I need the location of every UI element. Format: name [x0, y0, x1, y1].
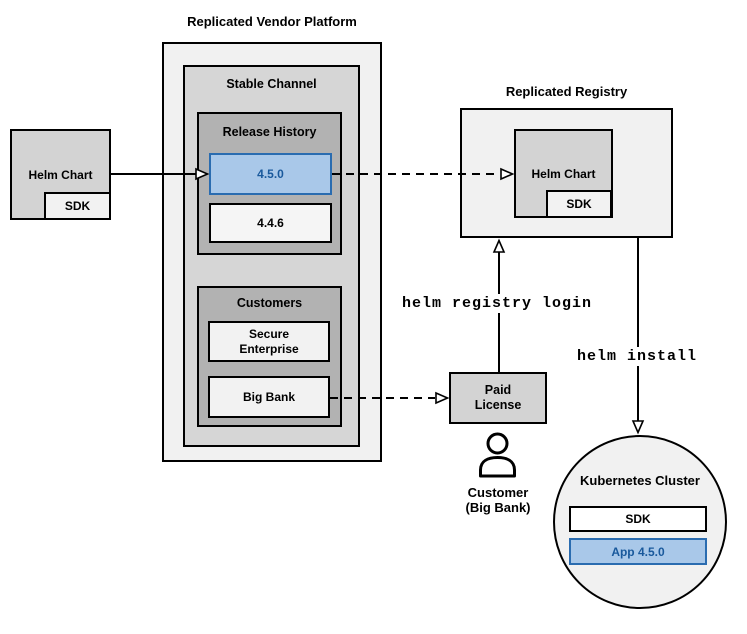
cluster-sdk-label: SDK	[625, 512, 651, 526]
registry-helm-chart-label: Helm Chart	[531, 166, 596, 181]
big-bank-label: Big Bank	[242, 390, 295, 404]
platform-title: Replicated Vendor Platform	[187, 14, 357, 29]
source-sdk-box: SDK	[44, 192, 111, 220]
source-sdk-label: SDK	[64, 199, 91, 213]
source-helm-chart-label: Helm Chart	[28, 167, 93, 182]
customer-actor-label: Customer (Big Bank)	[446, 485, 550, 515]
registry-title: Replicated Registry	[505, 84, 628, 99]
registry-sdk-box: SDK	[546, 190, 612, 218]
paid-license-line1: Paid	[484, 383, 512, 397]
release-4-4-6-label: 4.4.6	[257, 216, 284, 230]
secure-enterprise-line1: Secure	[248, 326, 290, 341]
release-4-5-0-label: 4.5.0	[257, 167, 284, 181]
paid-license-line2: License	[474, 398, 522, 412]
cluster-title: Kubernetes Cluster	[580, 473, 700, 488]
release-4-5-0-box: 4.5.0	[209, 153, 332, 195]
paid-license-box: Paid License	[449, 372, 547, 424]
person-icon	[479, 432, 516, 478]
registry-sdk-label: SDK	[566, 197, 592, 211]
cluster-app-label: App 4.5.0	[611, 544, 665, 559]
release-history-label: Release History	[222, 125, 317, 139]
customer-actor-line2: (Big Bank)	[465, 500, 531, 515]
secure-enterprise-line2: Enterprise	[239, 341, 299, 356]
stable-channel-label: Stable Channel	[226, 77, 317, 91]
customer-big-bank-box: Big Bank	[208, 376, 330, 418]
arrow-helm-install	[631, 238, 645, 435]
customer-secure-enterprise-box: Secure Enterprise	[208, 321, 330, 362]
cluster-app-box: App 4.5.0	[569, 538, 707, 565]
release-4-4-6-box: 4.4.6	[209, 203, 332, 243]
command-helm-install: helm install	[557, 347, 717, 366]
cluster-sdk-box: SDK	[569, 506, 707, 532]
customers-label: Customers	[236, 296, 303, 310]
customer-actor-line1: Customer	[467, 485, 529, 500]
command-helm-registry-login: helm registry login	[387, 294, 607, 313]
